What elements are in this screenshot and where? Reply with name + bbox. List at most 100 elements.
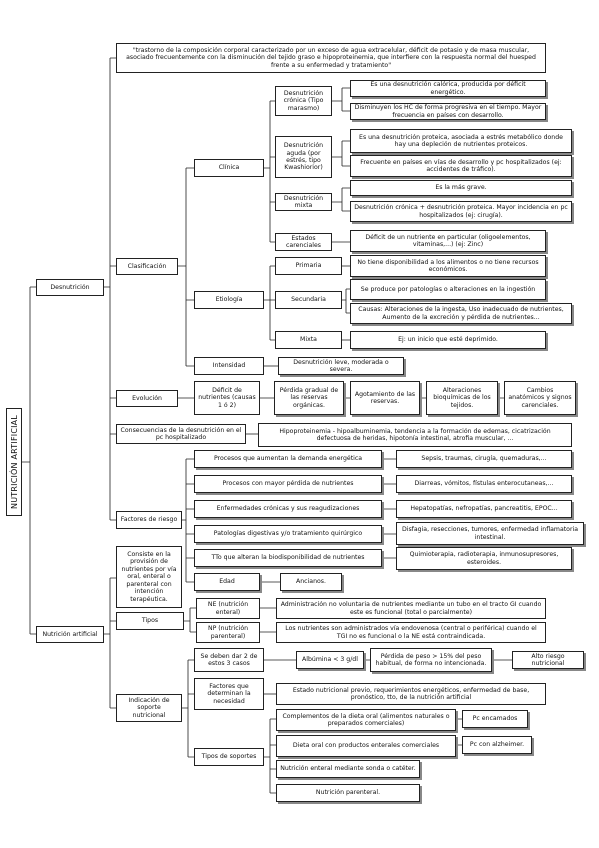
aguda-text-b: Frecuente en países en vías de desarroll… [360, 158, 562, 173]
mixta-etiologia-detail: Ej: un inicio que esté deprimido. [350, 331, 546, 349]
factor-6: Edad [194, 573, 260, 591]
albumina-label: Albúmina < 3 g/dl [302, 656, 358, 664]
soporte-1-detail-text: Pc encamados [472, 715, 518, 723]
etiologia-label: Etiología [215, 296, 243, 304]
intensidad-node: Intensidad [194, 357, 264, 375]
aguda-detail-b: Frecuente en países en vías de desarroll… [350, 155, 572, 177]
mixta-text-a: Es la más grave. [435, 184, 487, 192]
perdida-peso-node: Pérdida de peso > 15% del peso habitual,… [370, 648, 492, 672]
factores-determinan-node: Factores que determinan la necesidad [194, 678, 264, 710]
factor-5-detail: Quimioterapia, radioterapia, inmunosupre… [396, 547, 572, 570]
indicacion-node: Indicación de soporte nutricional [116, 694, 182, 722]
primaria-text: No tiene disponibilidad a los alimentos … [357, 258, 539, 273]
factor-3-detail: Hepatopatías, nefropatías, pancreatitis,… [396, 500, 572, 518]
soporte-1-detail: Pc encamados [462, 710, 528, 728]
secundaria-detail-b: Causas: Alteraciones de la ingesta, Uso … [350, 303, 572, 324]
cronica-node: Desnutrición crónica (Tipo marasmo) [275, 86, 332, 116]
intensidad-label: Intensidad [212, 362, 246, 370]
nutricion-artificial-node: Nutrición artificial [36, 626, 104, 643]
factores-determinan-label: Factores que determinan la necesidad [207, 682, 251, 705]
primaria-label: Primaria [295, 262, 322, 270]
primaria-node: Primaria [275, 257, 342, 275]
factor-2-detail-text: Diarreas, vómitos, fístulas enterocutane… [414, 480, 554, 488]
mixta-node: Desnutrición mixta [275, 193, 332, 211]
intensidad-detail: Desnutrición leve, moderada o severa. [278, 357, 404, 375]
carenciales-text: Déficit de un nutriente en particular (o… [365, 233, 531, 248]
consecuencias-node: Consecuencias de la desnutrición en el p… [116, 424, 246, 444]
factor-6-detail: Ancianos. [280, 573, 342, 591]
primaria-detail: No tiene disponibilidad a los alimentos … [350, 255, 546, 277]
factores-determinan-detail: Estado nutricional previo, requerimiento… [276, 683, 546, 705]
soporte-3: Nutrición enteral mediante sonda o catét… [276, 760, 420, 778]
soporte-2-text: Dieta oral con productos enterales comer… [292, 742, 440, 750]
cronica-text-b: Disminuyen los HC de forma progresiva en… [354, 104, 542, 119]
evo-1-text: Déficit de nutrientes (causas 1 ó 2) [198, 386, 256, 409]
evo-4-text: Alteraciones bioquímicas de los tejidos. [433, 386, 491, 409]
etiologia-node: Etiología [194, 291, 264, 309]
factor-6-detail-text: Ancianos. [296, 578, 326, 586]
consecuencias-label: Consecuencias de la desnutrición en el p… [120, 426, 242, 441]
secundaria-detail-a: Se produce por patologías o alteraciones… [350, 279, 546, 300]
ne-label: NE (nutrición enteral) [207, 601, 249, 616]
np-node: NP (nutrición parenteral) [196, 622, 260, 643]
cronica-label: Desnutrición crónica (Tipo marasmo) [283, 89, 324, 112]
cronica-detail-a: Es una desnutrición calórica, producida … [350, 80, 546, 97]
carenciales-node: Estados carenciales [275, 233, 332, 251]
factor-3-detail-text: Hepatopatías, nefropatías, pancreatitis,… [410, 505, 558, 513]
secundaria-text-b: Causas: Alteraciones de la ingesta, Uso … [358, 306, 564, 321]
desnutricion-label: Desnutrición [50, 283, 90, 291]
mixta-etiologia-text: Ej: un inicio que esté deprimido. [398, 336, 498, 344]
mixta-detail-a: Es la más grave. [350, 180, 572, 196]
np-label: NP (nutrición parenteral) [207, 625, 249, 640]
albumina-node: Albúmina < 3 g/dl [296, 651, 364, 669]
deben-label: Se deben dar 2 de estos 3 casos [200, 652, 258, 667]
secundaria-node: Secundaria [275, 291, 342, 309]
tipos-label: Tipos [141, 617, 159, 625]
desnutricion-definition: "trastorno de la composición corporal ca… [116, 43, 546, 73]
cronica-detail-b: Disminuyen los HC de forma progresiva en… [350, 103, 546, 120]
evo-3-text: Agotamiento de las reservas. [354, 390, 416, 405]
clasificacion-node: Clasificación [116, 258, 178, 275]
evolucion-step-3: Agotamiento de las reservas. [350, 381, 420, 415]
carenciales-detail: Déficit de un nutriente en particular (o… [350, 230, 546, 252]
clinica-label: Clínica [218, 164, 240, 172]
indicacion-label: Indicación de soporte nutricional [128, 696, 170, 719]
evo-2-text: Pérdida gradual de las reservas orgánica… [279, 386, 339, 409]
deben-node: Se deben dar 2 de estos 3 casos [194, 648, 264, 672]
soporte-2-detail: Pc con alzheimer. [462, 736, 532, 754]
carenciales-label: Estados carenciales [286, 234, 321, 249]
factor-1-text: Procesos que aumentan la demanda energét… [213, 455, 363, 463]
ne-node: NE (nutrición enteral) [196, 598, 260, 619]
root-label: NUTRICIÓN ARTIFICIAL [9, 415, 19, 509]
factores-determinan-text: Estado nutricional previo, requerimiento… [292, 686, 530, 701]
tipos-soportes-node: Tipos de soportes [194, 748, 264, 766]
alto-riesgo-node: Alto riesgo nutricional [512, 651, 584, 669]
cronica-text-a: Es una desnutrición calórica, producida … [370, 81, 526, 96]
mixta-etiologia-label: Mixta [300, 336, 317, 344]
soporte-4-text: Nutrición parenteral. [315, 789, 381, 797]
ne-detail: Administración no voluntaria de nutrient… [276, 598, 546, 619]
consecuencias-text: Hipoproteinemia - hipoalbuminemia, tende… [279, 427, 551, 442]
evolucion-step-1: Déficit de nutrientes (causas 1 ó 2) [194, 381, 260, 415]
factor-6-text: Edad [219, 578, 235, 586]
aguda-text-a: Es una desnutrición proteica, asociada a… [359, 133, 563, 148]
definition-text: "trastorno de la composición corporal ca… [126, 46, 536, 69]
factor-5-detail-text: Quimioterapia, radioterapia, inmunosupre… [409, 551, 559, 566]
secundaria-text-a: Se produce por patologías o alteraciones… [360, 285, 536, 293]
factor-5: TTo que alteran la biodisponibilidad de … [194, 549, 382, 567]
factor-4: Patologías digestivas y/o tratamiento qu… [194, 525, 382, 543]
soporte-4: Nutrición parenteral. [276, 784, 420, 802]
factor-1-detail-text: Sepsis, traumas, cirugía, quemaduras,... [421, 455, 547, 463]
ne-text: Administración no voluntaria de nutrient… [280, 601, 542, 616]
perdida-peso-label: Pérdida de peso > 15% del peso habitual,… [375, 652, 487, 667]
factor-2: Procesos con mayor pérdida de nutrientes [194, 475, 382, 493]
np-text: Los nutrientes son administrados vía end… [285, 625, 537, 640]
factor-3: Enfermedades crónicas y sus reagudizacio… [194, 500, 382, 518]
aguda-node: Desnutrición aguda (por estrés, tipo Kwa… [275, 136, 332, 178]
soporte-2-detail-text: Pc con alzheimer. [469, 741, 525, 749]
clasificacion-label: Clasificación [127, 262, 167, 270]
tipos-node: Tipos [116, 612, 184, 630]
factor-1-detail: Sepsis, traumas, cirugía, quemaduras,... [396, 450, 572, 468]
mixta-etiologia-node: Mixta [275, 331, 342, 349]
